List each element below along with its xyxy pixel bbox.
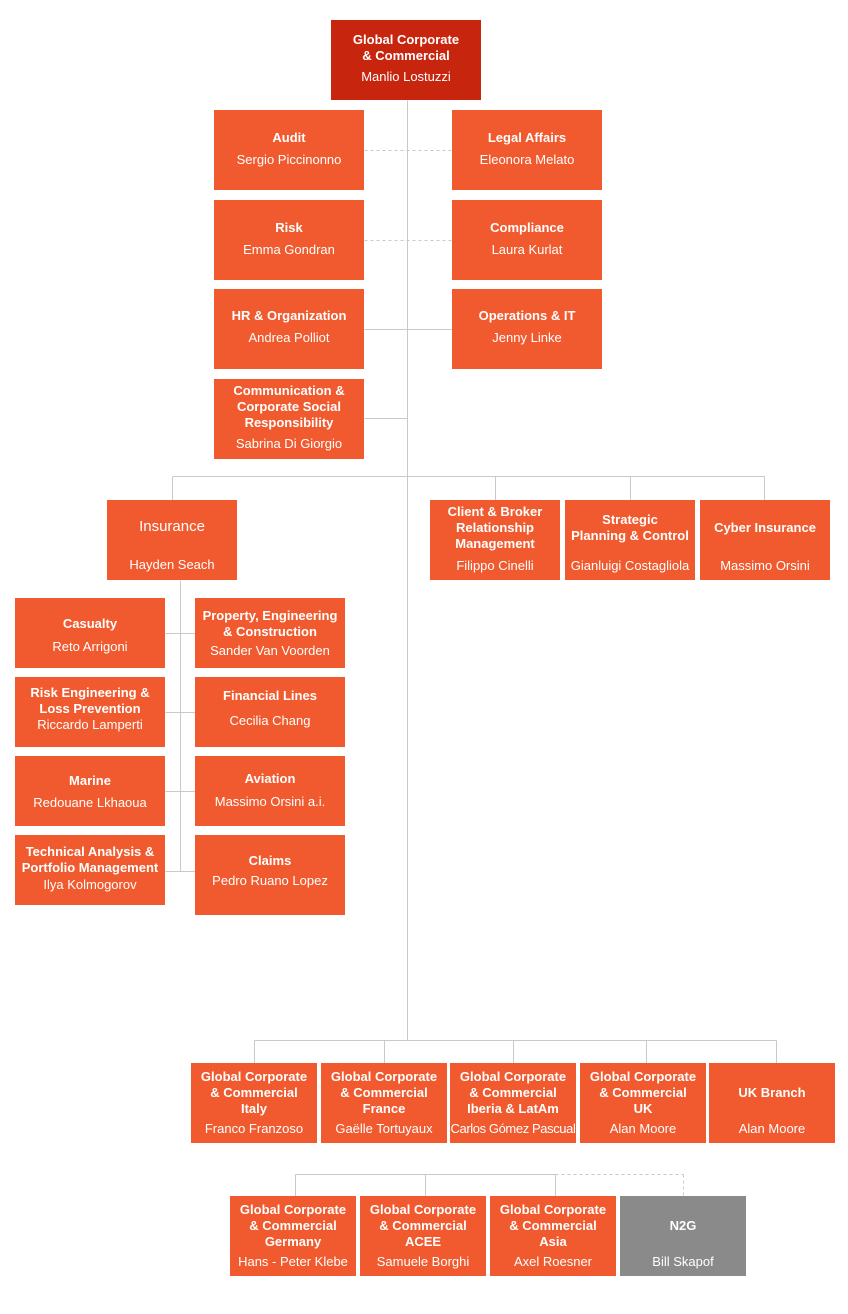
org-box-gcc-asia: Global Corporate & Commercial Asia Axel … — [490, 1196, 616, 1276]
org-box-gcc-italy: Global Corporate & Commercial Italy Fran… — [191, 1063, 317, 1143]
org-box-name: Alan Moore — [609, 1121, 677, 1136]
org-box-name: Eleonora Melato — [479, 152, 575, 167]
org-box-title: Financial Lines — [223, 688, 317, 703]
org-box-casualty: Casualty Reto Arrigoni — [15, 598, 165, 668]
org-box-name: Redouane Lkhaoua — [33, 795, 147, 810]
org-box-title: Cyber Insurance — [714, 520, 816, 535]
org-box-title: Global Corporate & Commercial Iberia & L… — [459, 1069, 567, 1116]
org-box-risk: Risk Emma Gondran — [214, 200, 364, 280]
org-box-title: Operations & IT — [478, 308, 576, 323]
org-box-name: Carlos Gómez Pascual — [450, 1121, 576, 1136]
org-box-compliance: Compliance Laura Kurlat — [452, 200, 602, 280]
org-box-title: Global Corporate & Commercial France — [330, 1069, 438, 1116]
org-box-audit: Audit Sergio Piccinonno — [214, 110, 364, 190]
org-box-title: N2G — [669, 1218, 697, 1233]
org-box-technical-analysis: Technical Analysis & Portfolio Managemen… — [15, 835, 165, 905]
org-box-property-engineering: Property, Engineering & Construction San… — [195, 598, 345, 668]
org-box-risk-engineering: Risk Engineering & Loss Prevention Ricca… — [15, 677, 165, 747]
org-box-title: Risk Engineering & Loss Prevention — [30, 685, 150, 716]
org-box-name: Filippo Cinelli — [456, 558, 534, 573]
org-box-global-corporate-commercial: Global Corporate & Commercial Manlio Los… — [331, 20, 481, 100]
org-box-operations-it: Operations & IT Jenny Linke — [452, 289, 602, 369]
org-box-name: Pedro Ruano Lopez — [212, 873, 328, 888]
org-box-name: Ilya Kolmogorov — [43, 877, 137, 892]
org-box-gcc-germany: Global Corporate & Commercial Germany Ha… — [230, 1196, 356, 1276]
org-box-title: Audit — [272, 130, 306, 145]
org-box-name: Cecilia Chang — [229, 713, 311, 728]
org-box-title: Global Corporate & Commercial — [352, 32, 460, 63]
org-box-title: Global Corporate & Commercial Asia — [499, 1202, 607, 1249]
org-box-aviation: Aviation Massimo Orsini a.i. — [195, 756, 345, 826]
org-box-title: Technical Analysis & Portfolio Managemen… — [21, 844, 159, 875]
org-box-hr-organization: HR & Organization Andrea Polliot — [214, 289, 364, 369]
org-box-title: UK Branch — [738, 1085, 806, 1100]
org-box-name: Bill Skapof — [652, 1254, 714, 1269]
org-box-name: Sander Van Voorden — [210, 643, 330, 658]
org-box-title: Marine — [69, 773, 111, 788]
org-box-title: Compliance — [490, 220, 564, 235]
org-box-name: Sergio Piccinonno — [236, 152, 342, 167]
org-box-title: Aviation — [244, 771, 296, 786]
org-box-name: Hans - Peter Klebe — [238, 1254, 348, 1269]
org-box-name: Samuele Borghi — [376, 1254, 470, 1269]
org-box-marine: Marine Redouane Lkhaoua — [15, 756, 165, 826]
org-box-claims: Claims Pedro Ruano Lopez — [195, 835, 345, 915]
org-box-name: Gianluigi Costagliola — [570, 558, 690, 573]
org-box-title: Insurance — [139, 518, 205, 535]
org-box-title: Legal Affairs — [487, 130, 567, 145]
org-box-title: Casualty — [62, 616, 118, 631]
org-box-name: Alan Moore — [738, 1121, 806, 1136]
org-box-gcc-iberia-latam: Global Corporate & Commercial Iberia & L… — [450, 1063, 576, 1143]
org-box-title: Risk — [275, 220, 303, 235]
org-box-name: Jenny Linke — [492, 330, 562, 345]
org-box-name: Massimo Orsini a.i. — [214, 794, 326, 809]
org-box-financial-lines: Financial Lines Cecilia Chang — [195, 677, 345, 747]
org-box-name: Sabrina Di Giorgio — [235, 436, 343, 451]
org-box-title: Global Corporate & Commercial Germany — [239, 1202, 347, 1249]
org-box-name: Reto Arrigoni — [52, 639, 128, 654]
org-box-uk-branch: UK Branch Alan Moore — [709, 1063, 835, 1143]
org-box-cyber-insurance: Cyber Insurance Massimo Orsini — [700, 500, 830, 580]
org-box-title: Global Corporate & Commercial UK — [589, 1069, 697, 1116]
org-box-gcc-uk: Global Corporate & Commercial UK Alan Mo… — [580, 1063, 706, 1143]
org-box-name: Laura Kurlat — [491, 242, 563, 257]
org-box-name: Gaëlle Tortuyaux — [335, 1121, 433, 1136]
org-box-title: Global Corporate & Commercial Italy — [200, 1069, 308, 1116]
org-box-name: Andrea Polliot — [248, 330, 330, 345]
org-box-title: Property, Engineering & Construction — [202, 608, 338, 639]
org-box-title: Global Corporate & Commercial ACEE — [369, 1202, 477, 1249]
org-box-title: Client & Broker Relationship Management — [447, 504, 543, 551]
org-box-name: Axel Roesner — [513, 1254, 593, 1269]
org-box-title: Communication & Corporate Social Respons… — [233, 383, 345, 430]
org-box-name: Massimo Orsini — [720, 558, 810, 573]
org-box-communication-csr: Communication & Corporate Social Respons… — [214, 379, 364, 459]
org-box-title: Claims — [248, 853, 292, 868]
org-box-name: Emma Gondran — [243, 242, 335, 257]
org-box-insurance: Insurance Hayden Seach — [107, 500, 237, 580]
org-box-gcc-acee: Global Corporate & Commercial ACEE Samue… — [360, 1196, 486, 1276]
org-box-legal-affairs: Legal Affairs Eleonora Melato — [452, 110, 602, 190]
org-box-name: Manlio Lostuzzi — [361, 69, 451, 84]
org-box-strategic-planning: Strategic Planning & Control Gianluigi C… — [565, 500, 695, 580]
org-box-name: Hayden Seach — [129, 557, 215, 572]
org-box-title: Strategic Planning & Control — [571, 512, 689, 543]
org-box-client-broker: Client & Broker Relationship Management … — [430, 500, 560, 580]
org-box-name: Franco Franzoso — [204, 1121, 304, 1136]
org-box-name: Riccardo Lamperti — [37, 717, 143, 732]
org-box-gcc-france: Global Corporate & Commercial France Gaë… — [321, 1063, 447, 1143]
org-box-title: HR & Organization — [231, 308, 347, 323]
org-box-n2g: N2G Bill Skapof — [620, 1196, 746, 1276]
